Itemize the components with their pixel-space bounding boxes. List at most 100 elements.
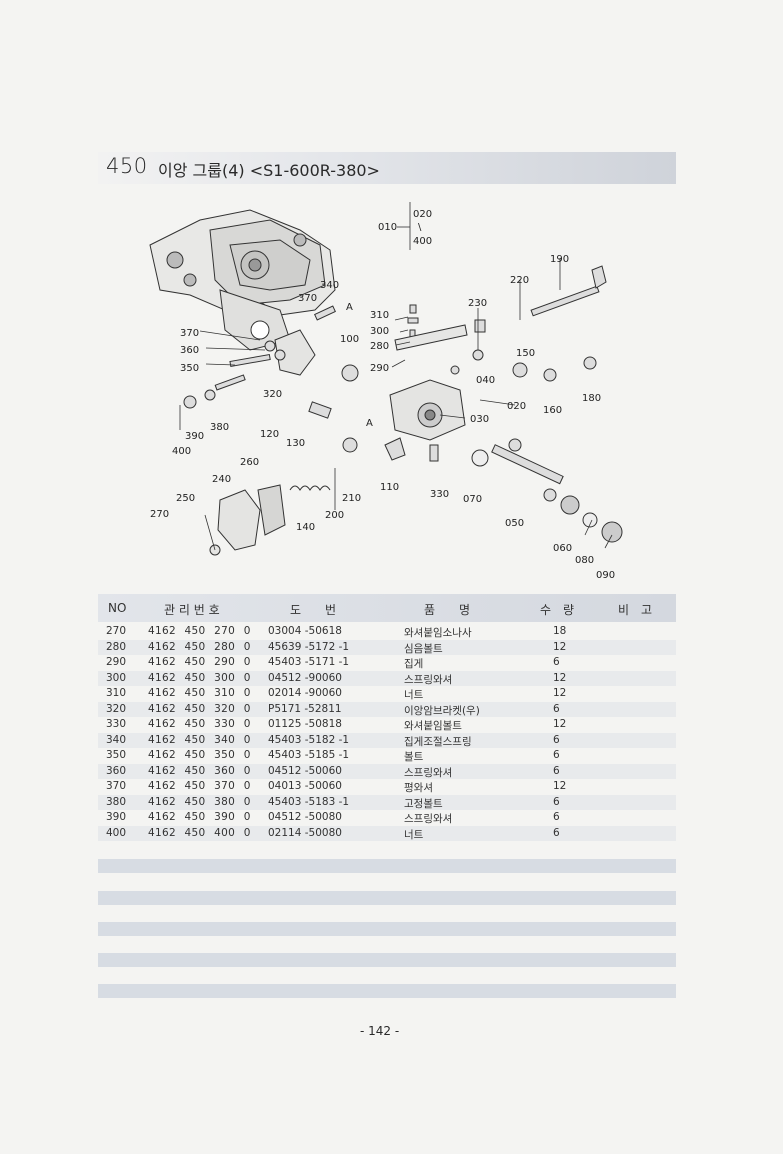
cell-mgmt: 4162 450 310 0: [148, 687, 251, 699]
cell-name: 와셔붙임소나사: [404, 627, 472, 639]
parts-table-header: NO 관 리 번 호 도 번 품 명 수 량 비 고: [98, 594, 676, 622]
callout-a1: A: [346, 302, 353, 313]
shaft-050: [491, 444, 623, 543]
callout-370a: 370: [298, 293, 317, 304]
group-title: 이앙 그룹(4) <S1-600R-380>: [158, 161, 380, 180]
blank-row-band: [98, 859, 676, 873]
cell-drawing: 01125 -50818: [268, 718, 342, 730]
cell-qty: 6: [553, 656, 560, 668]
cell-qty: 12: [553, 640, 567, 653]
cell-name: 와셔붙임볼트: [404, 720, 462, 732]
cell-qty: 6: [553, 733, 560, 746]
cell-name: 스프링와셔: [404, 673, 453, 686]
cell-drawing: 45403 -5182 -1: [268, 733, 350, 746]
cell-no: 310: [106, 687, 127, 699]
cell-no: 270: [106, 625, 127, 637]
cell-mgmt: 4162 450 380 0: [148, 795, 251, 808]
cell-drawing: 03004 -50618: [268, 625, 342, 637]
cell-no: 360: [106, 764, 127, 777]
cell-no: 390: [106, 811, 127, 823]
callout-290: 290: [370, 363, 389, 374]
callout-400b: 400: [172, 446, 191, 457]
cell-drawing: 04512 -50080: [268, 811, 342, 823]
cell-mgmt: 4162 450 350 0: [148, 749, 251, 761]
callout-390: 390: [185, 431, 204, 442]
callout-labels: 010 020 \ 400 190 220 230 340 370 A 310 …: [150, 209, 615, 581]
callout-020b: 020: [507, 401, 526, 412]
cell-qty: 6: [553, 811, 560, 823]
cell-name: 이앙암브라켓(우): [404, 704, 480, 717]
cell-mgmt: 4162 450 270 0: [148, 625, 251, 637]
cell-qty: 12: [553, 671, 567, 684]
cell-no: 370: [106, 780, 127, 792]
cell-qty: 6: [553, 826, 560, 839]
title-bar: [98, 152, 676, 184]
small-parts: [183, 304, 597, 467]
cell-drawing: 45639 -5172 -1: [268, 640, 350, 653]
callout-090: 090: [596, 570, 615, 581]
callout-080: 080: [575, 555, 594, 566]
callout-320: 320: [263, 389, 282, 400]
cell-no: 380: [106, 795, 127, 808]
cell-drawing: 45403 -5171 -1: [268, 656, 350, 668]
callout-160: 160: [543, 405, 562, 416]
callout-070: 070: [463, 494, 482, 505]
cell-drawing: 45403 -5185 -1: [268, 749, 350, 761]
spring-140: [289, 485, 331, 491]
callout-260: 260: [240, 457, 259, 468]
callout-240: 240: [212, 474, 231, 485]
cell-mgmt: 4162 450 320 0: [148, 702, 251, 715]
transmission-case: [389, 379, 466, 441]
callout-230: 230: [468, 298, 487, 309]
header-no: NO: [108, 601, 127, 615]
planting-arm: [209, 484, 286, 556]
callout-110: 110: [380, 482, 399, 493]
cell-mgmt: 4162 450 290 0: [148, 656, 251, 668]
cell-qty: 6: [553, 764, 560, 777]
table-row: 270 4162 450 270 0 03004 -50618 와셔붙임소나사 18: [98, 624, 676, 640]
callout-020: 020: [413, 209, 432, 220]
callout-a2: A: [366, 418, 373, 429]
callout-300: 300: [370, 326, 389, 337]
cell-qty: 6: [553, 749, 560, 761]
leader-lines: [179, 202, 613, 551]
gearbox-housing: [149, 209, 336, 351]
cell-no: 400: [106, 826, 127, 839]
cell-no: 290: [106, 656, 127, 668]
cell-no: 320: [106, 702, 127, 715]
cell-drawing: 04512 -90060: [268, 671, 342, 684]
cell-drawing: 04512 -50060: [268, 764, 342, 777]
header-mgmt: 관 리 번 호: [164, 603, 220, 617]
group-number: 450: [106, 154, 148, 178]
cell-qty: 6: [553, 702, 560, 715]
callout-tilde: \: [418, 222, 422, 233]
callout-210: 210: [342, 493, 361, 504]
cell-name: 볼트: [404, 751, 424, 763]
blank-row-band: [98, 984, 676, 998]
cell-name: 너트: [404, 828, 424, 841]
callout-220: 220: [510, 275, 529, 286]
cell-qty: 12: [553, 718, 567, 730]
callout-310: 310: [370, 310, 389, 321]
cell-name: 스프링와셔: [404, 766, 453, 779]
parts-table-body: 270 4162 450 270 0 03004 -50618 와셔붙임소나사 18 28…: [98, 624, 676, 841]
callout-280: 280: [370, 341, 389, 352]
cell-qty: 12: [553, 780, 567, 792]
cell-name: 너트: [404, 689, 424, 701]
cell-mgmt: 4162 450 330 0: [148, 718, 251, 730]
callout-100: 100: [340, 334, 359, 345]
cell-mgmt: 4162 450 300 0: [148, 671, 251, 684]
cell-no: 350: [106, 749, 127, 761]
cell-qty: 18: [553, 625, 567, 637]
callout-400a: 400: [413, 236, 432, 247]
